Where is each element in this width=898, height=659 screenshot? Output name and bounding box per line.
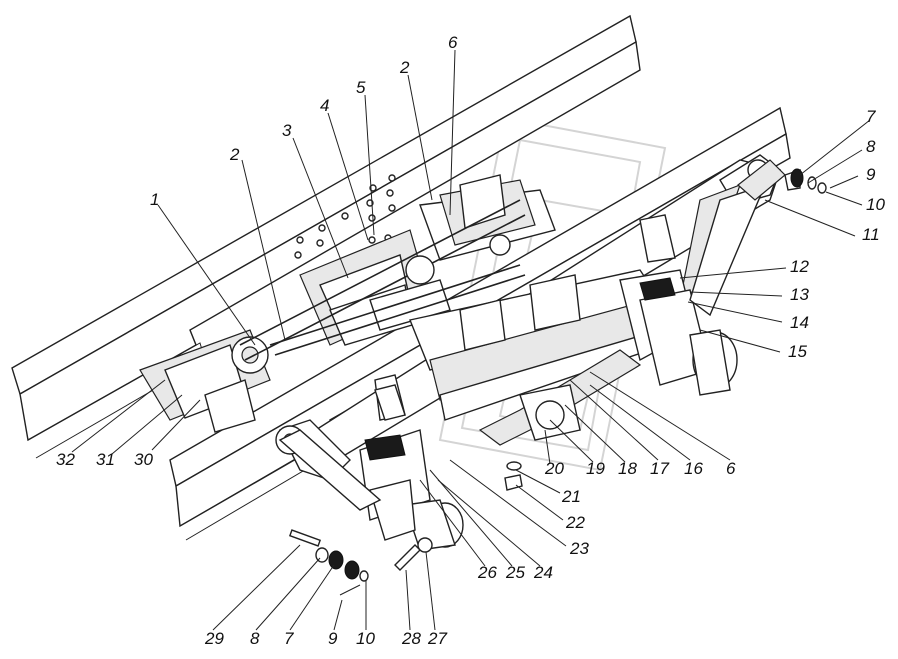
callout-11: 11 [862, 225, 880, 244]
callout-19: 19 [586, 459, 605, 478]
rear-suspension-assembly [139, 174, 556, 433]
callout-17: 17 [650, 459, 669, 478]
callout-4: 4 [320, 96, 329, 115]
callout-7: 7 [866, 107, 876, 126]
front-axle-assembly [275, 154, 781, 551]
callout-26: 26 [477, 563, 497, 582]
callout-6: 6 [448, 33, 458, 52]
callout-6: 6 [726, 459, 736, 478]
callout-30: 30 [134, 450, 153, 469]
callout-29: 29 [204, 629, 224, 648]
callout-10: 10 [356, 629, 375, 648]
callout-2: 2 [229, 145, 240, 164]
callout-31: 31 [96, 450, 115, 469]
callout-22: 22 [565, 513, 585, 532]
callout-27: 27 [427, 629, 447, 648]
right-shock-absorber [689, 159, 827, 317]
rear-frame-rail [11, 14, 641, 459]
callout-12: 12 [790, 257, 809, 276]
callout-3: 3 [282, 121, 292, 140]
callout-32: 32 [56, 450, 75, 469]
callout-5: 5 [356, 78, 366, 97]
callout-10: 10 [866, 195, 885, 214]
callout-14: 14 [790, 313, 809, 332]
frame-holes [294, 174, 396, 259]
callout-21: 21 [561, 487, 581, 506]
callout-24: 24 [533, 563, 553, 582]
callout-20: 20 [544, 459, 564, 478]
callout-9: 9 [328, 629, 338, 648]
callout-18: 18 [618, 459, 637, 478]
callout-25: 25 [505, 563, 525, 582]
callout-7: 7 [284, 629, 294, 648]
callout-15: 15 [788, 342, 807, 361]
callout-8: 8 [866, 137, 876, 156]
callout-13: 13 [790, 285, 809, 304]
callout-8: 8 [250, 629, 260, 648]
callout-9: 9 [866, 165, 876, 184]
callout-28: 28 [401, 629, 421, 648]
callout-16: 16 [684, 459, 703, 478]
callout-23: 23 [569, 539, 589, 558]
leader-lines [71, 49, 871, 631]
callout-2: 2 [399, 58, 410, 77]
left-shock-absorber [278, 429, 433, 596]
callout-labels: 1 2 3 4 5 2 6 7 8 9 10 11 12 13 14 15 6 … [56, 33, 885, 648]
callout-1: 1 [150, 190, 159, 209]
